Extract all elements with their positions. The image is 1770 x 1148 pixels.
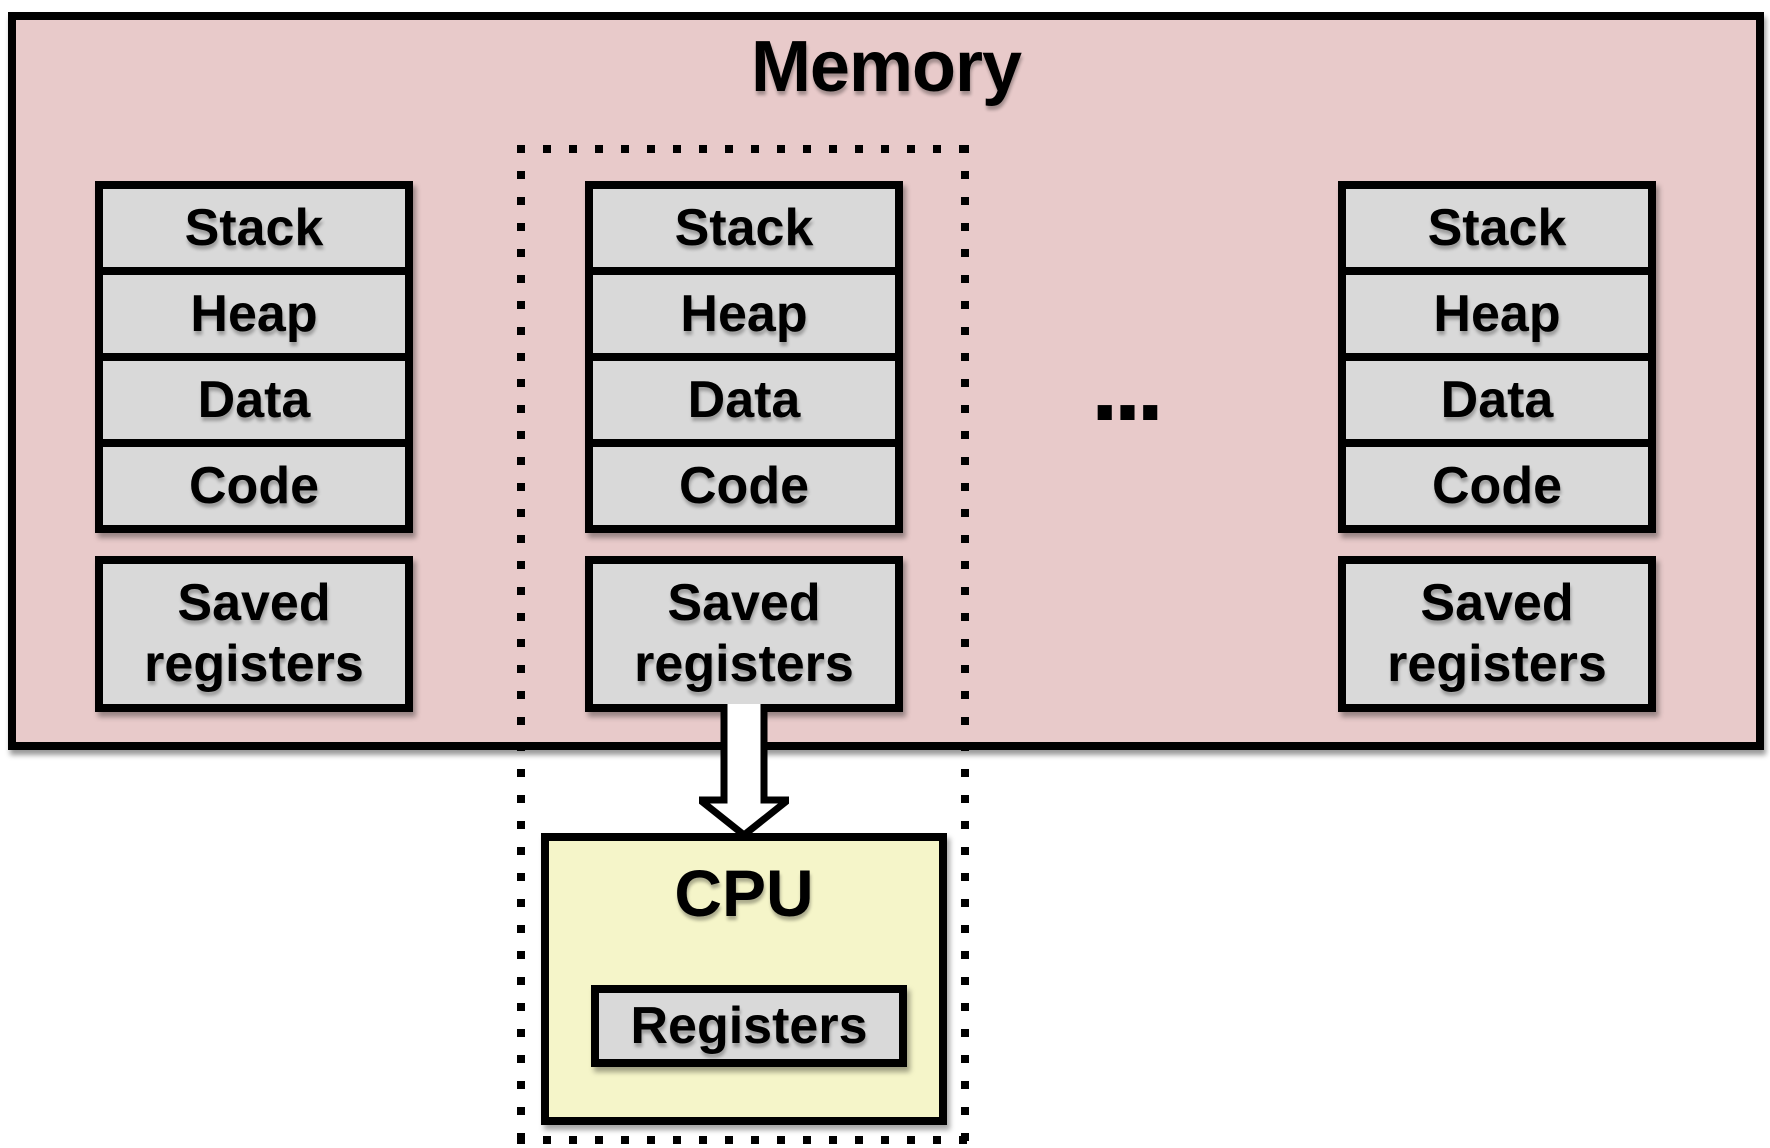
context-dotted-border-left: [517, 145, 525, 1144]
process-2-segments: Stack Heap Data Code: [585, 181, 903, 533]
cpu-box: CPU Registers: [541, 833, 947, 1125]
segment-data: Data: [103, 361, 405, 439]
segment-data: Data: [593, 361, 895, 439]
cpu-registers-box: Registers: [591, 985, 907, 1067]
segment-code: Code: [593, 447, 895, 525]
process-n-segments: Stack Heap Data Code: [1338, 181, 1656, 533]
segment-heap: Heap: [103, 275, 405, 353]
segment-code: Code: [103, 447, 405, 525]
context-dotted-border-top: [517, 145, 969, 153]
process-n-saved-registers: Saved registers: [1338, 556, 1656, 712]
cpu-title: CPU: [674, 856, 814, 930]
segment-heap: Heap: [1346, 275, 1648, 353]
segment-stack: Stack: [593, 189, 895, 267]
more-processes-ellipsis: ...: [1090, 330, 1164, 442]
segment-data: Data: [1346, 361, 1648, 439]
memory-title: Memory: [750, 27, 1022, 107]
process-2-saved-registers: Saved registers: [585, 556, 903, 712]
context-dotted-border-bottom: [517, 1136, 969, 1144]
context-dotted-border-right: [961, 145, 969, 1144]
process-1-segments: Stack Heap Data Code: [95, 181, 413, 533]
segment-code: Code: [1346, 447, 1648, 525]
segment-heap: Heap: [593, 275, 895, 353]
segment-stack: Stack: [1346, 189, 1648, 267]
process-1-saved-registers: Saved registers: [95, 556, 413, 712]
segment-stack: Stack: [103, 189, 405, 267]
load-registers-arrow-icon: [699, 704, 789, 838]
